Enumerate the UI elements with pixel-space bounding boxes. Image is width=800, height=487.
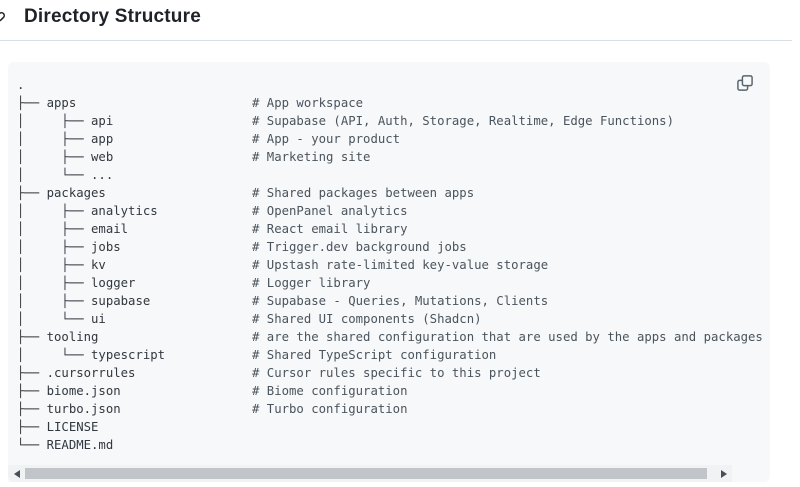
tree-branch: │ ├── app (17, 132, 114, 146)
tree-branch: │ └── ... (17, 168, 114, 182)
tree-branch: ├── apps (17, 96, 77, 110)
tree-comment: # OpenPanel analytics (252, 204, 408, 218)
tree-row: │ ├── logger # Logger library (17, 274, 754, 292)
tree-branch: ├── LICENSE (17, 420, 99, 434)
tree-comment: # Supabase (API, Auth, Storage, Realtime… (252, 114, 674, 128)
page-title: Directory Structure (24, 6, 201, 27)
tree-comment: # are the shared configuration that are … (252, 330, 763, 344)
tree-row: │ ├── jobs # Trigger.dev background jobs (17, 238, 754, 256)
horizontal-scrollbar[interactable] (8, 465, 732, 482)
code-block: . ├── apps # App workspace │ ├── api # S… (8, 62, 770, 482)
tree-branch: │ ├── kv (17, 258, 106, 272)
tree-row: │ ├── analytics # OpenPanel analytics (17, 202, 754, 220)
tree-branch: │ ├── email (17, 222, 129, 236)
tree-row: ├── turbo.json # Turbo configuration (17, 400, 754, 418)
tree-branch: │ └── ui (17, 312, 106, 326)
tree-comment: # Supabase - Queries, Mutations, Clients (252, 294, 549, 308)
tree-row: ├── LICENSE (17, 418, 754, 436)
tree-row: │ ├── api # Supabase (API, Auth, Storage… (17, 112, 754, 130)
tree-branch: │ ├── analytics (17, 204, 158, 218)
tree-row: │ └── typescript # Shared TypeScript con… (17, 346, 754, 364)
copy-button[interactable] (732, 70, 758, 96)
tree-branch: . (17, 78, 25, 92)
tree-branch: │ ├── jobs (17, 240, 121, 254)
tree-row: │ └── ... (17, 166, 754, 184)
tree-branch: ├── packages (17, 186, 106, 200)
tree-row: └── README.md (17, 436, 754, 450)
tree-branch: │ ├── supabase (17, 294, 151, 308)
tree-comment: # Upstash rate-limited key-value storage (252, 258, 549, 272)
copy-icon (736, 74, 754, 92)
tree-comment: # Trigger.dev background jobs (252, 240, 467, 254)
tree-row: ├── packages # Shared packages between a… (17, 184, 754, 202)
tree-comment: # Shared packages between apps (252, 186, 475, 200)
tree-row: │ ├── email # React email library (17, 220, 754, 238)
tree-comment: # Shared UI components (Shadcn) (252, 312, 482, 326)
tree-row: │ └── ui # Shared UI components (Shadcn) (17, 310, 754, 328)
tree-branch: ├── turbo.json (17, 402, 121, 416)
tree-comment: # Logger library (252, 276, 371, 290)
tree-branch: │ ├── api (17, 114, 114, 128)
tree-row: │ ├── kv # Upstash rate-limited key-valu… (17, 256, 754, 274)
scrollbar-thumb[interactable] (25, 468, 707, 479)
tree-comment: # React email library (252, 222, 408, 236)
tree-comment: # Biome configuration (252, 384, 408, 398)
tree-comment: # Marketing site (252, 150, 371, 164)
section-heading: Directory Structure (0, 6, 792, 41)
tree-comment: # Turbo configuration (252, 402, 408, 416)
tree-row: ├── tooling # are the shared configurati… (17, 328, 763, 346)
scrollbar-right-arrow-button[interactable] (715, 465, 732, 482)
tree-comment: # App workspace (252, 96, 364, 110)
tree-row: . (17, 76, 754, 94)
left-arrow-icon (13, 469, 20, 478)
tree-comment: # App - your product (252, 132, 401, 146)
tree-row: ├── apps # App workspace (17, 94, 754, 112)
tree-branch: └── README.md (17, 438, 114, 450)
tree-comment: # Shared TypeScript configuration (252, 348, 497, 362)
tree-row: │ ├── supabase # Supabase - Queries, Mut… (17, 292, 754, 310)
right-arrow-icon (720, 469, 727, 478)
tree-row: │ ├── web # Marketing site (17, 148, 754, 166)
tree-branch: │ ├── logger (17, 276, 136, 290)
tree-branch: │ ├── web (17, 150, 114, 164)
tree-comment: # Cursor rules specific to this project (252, 366, 541, 380)
link-icon[interactable] (0, 11, 6, 27)
tree-row: │ ├── app # App - your product (17, 130, 754, 148)
directory-tree: . ├── apps # App workspace │ ├── api # S… (8, 62, 770, 450)
tree-branch: │ └── typescript (17, 348, 166, 362)
tree-branch: ├── tooling (17, 330, 99, 344)
tree-branch: ├── .cursorrules (17, 366, 136, 380)
tree-row: ├── biome.json # Biome configuration (17, 382, 754, 400)
tree-branch: ├── biome.json (17, 384, 121, 398)
tree-row: ├── .cursorrules # Cursor rules specific… (17, 364, 754, 382)
scrollbar-left-arrow-button[interactable] (8, 465, 25, 482)
